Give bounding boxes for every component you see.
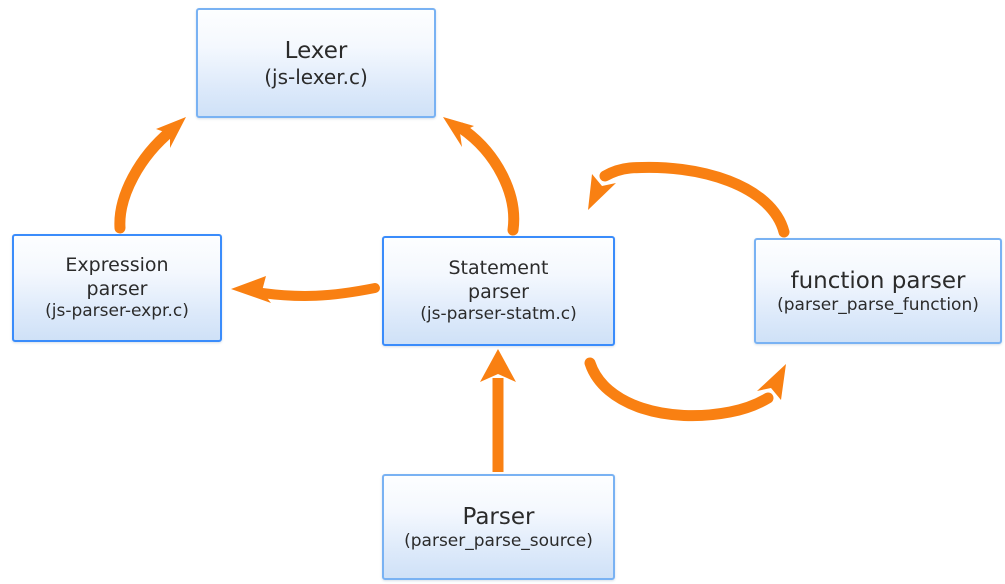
node-lexer[interactable]: Lexer (js-lexer.c) xyxy=(196,8,436,118)
node-parser-subtitle: (parser_parse_source) xyxy=(404,530,593,551)
node-expression-parser-subtitle: (js-parser-expr.c) xyxy=(45,300,189,321)
node-parser-title: Parser xyxy=(462,503,535,530)
node-expression-parser-title: Expression xyxy=(65,254,169,277)
node-statement-parser-subtitle: (js-parser-statm.c) xyxy=(420,303,577,324)
edge-expression-parser-to-lexer xyxy=(114,117,186,234)
node-lexer-title: Lexer xyxy=(284,37,348,64)
edge-statement-parser-to-function-parser xyxy=(584,357,786,422)
node-expression-parser-title2: parser xyxy=(86,277,148,300)
node-function-parser-subtitle: (parser_parse_function) xyxy=(777,294,979,315)
node-statement-parser[interactable]: Statement parser (js-parser-statm.c) xyxy=(382,236,615,346)
node-function-parser-title: function parser xyxy=(790,267,966,294)
node-parser[interactable]: Parser (parser_parse_source) xyxy=(382,474,615,580)
edge-parser-to-statement-parser xyxy=(480,349,516,472)
node-statement-parser-title: Statement xyxy=(448,257,549,280)
node-statement-parser-title2: parser xyxy=(468,280,529,303)
node-lexer-subtitle: (js-lexer.c) xyxy=(264,64,368,89)
node-function-parser[interactable]: function parser (parser_parse_function) xyxy=(754,238,1002,344)
edge-statement-parser-to-expression-parser xyxy=(231,276,380,303)
node-expression-parser[interactable]: Expression parser (js-parser-expr.c) xyxy=(12,234,222,342)
edge-statement-parser-to-lexer xyxy=(443,117,520,236)
edge-function-parser-to-statement-parser xyxy=(588,161,790,238)
